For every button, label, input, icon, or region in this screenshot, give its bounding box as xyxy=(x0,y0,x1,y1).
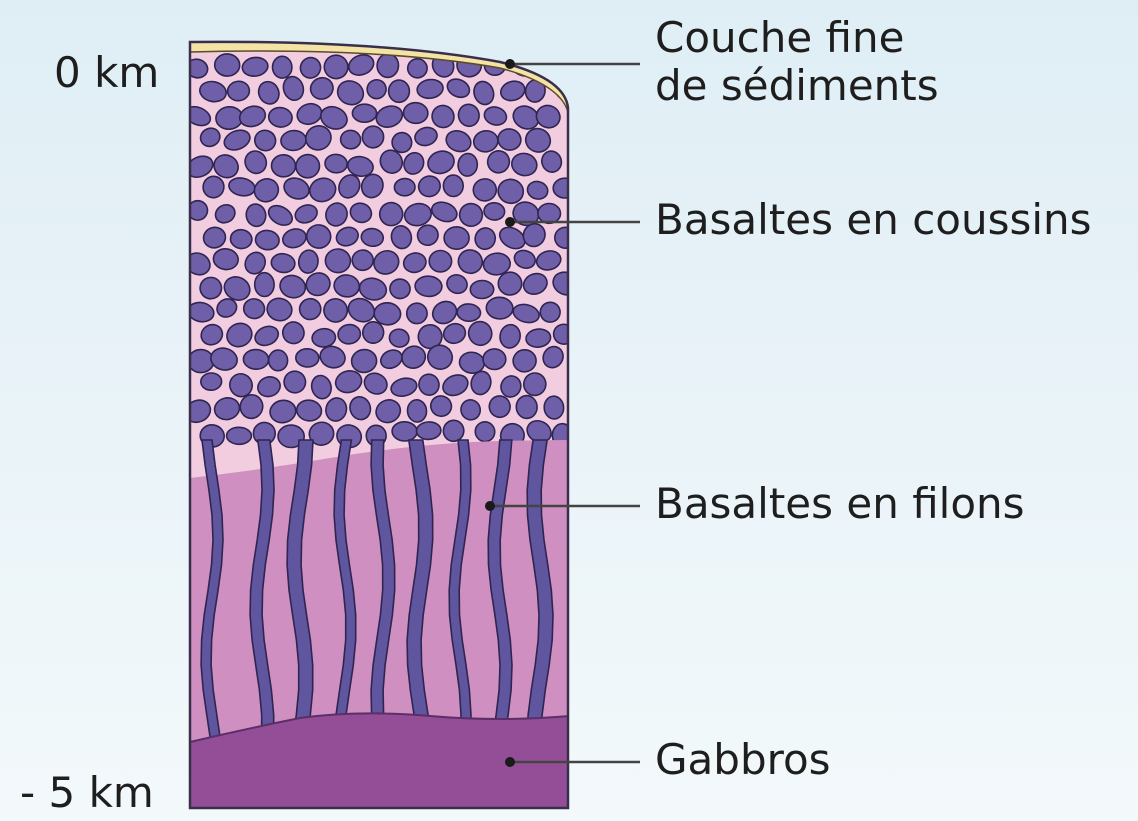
pillow xyxy=(376,53,399,78)
pillow xyxy=(188,349,214,373)
label-sediments-line2: de sédiments xyxy=(655,62,939,110)
pillow xyxy=(325,248,352,273)
pillow xyxy=(553,178,576,198)
pillow xyxy=(406,303,427,324)
pillow xyxy=(272,56,292,78)
pillow xyxy=(271,154,296,177)
pillow xyxy=(362,126,384,149)
label-gabbros: Gabbros xyxy=(655,736,831,784)
pillow xyxy=(483,349,506,370)
pillow xyxy=(352,104,376,122)
leader-dot-sheeted-dikes xyxy=(485,501,495,511)
pillow xyxy=(538,203,561,224)
depth-label-top: 0 km xyxy=(54,52,159,94)
pillow xyxy=(254,273,274,297)
depth-label-bottom: - 5 km xyxy=(20,772,154,814)
pillow xyxy=(470,280,494,298)
pillow xyxy=(392,421,418,441)
pillow xyxy=(388,80,409,103)
pillow xyxy=(416,421,441,440)
pillow xyxy=(295,348,319,367)
label-sediments-line1: Couche fine xyxy=(655,14,939,62)
pillow xyxy=(214,53,240,76)
pillow xyxy=(486,297,514,320)
leader-dot-gabbros xyxy=(505,757,515,767)
pillow xyxy=(444,227,469,249)
pillow xyxy=(443,175,464,197)
pillow xyxy=(407,58,428,78)
pillow xyxy=(226,427,251,444)
leader-dot-pillow-basalts xyxy=(505,217,515,227)
pillow xyxy=(429,251,451,272)
label-pillow-basalts: Basaltes en coussins xyxy=(655,196,1092,244)
pillow xyxy=(415,276,443,298)
pillow xyxy=(352,249,374,271)
leader-dot-sediments xyxy=(505,59,515,69)
pillow xyxy=(243,349,269,369)
pillow xyxy=(394,178,415,196)
label-sheeted-dikes: Basaltes en filons xyxy=(655,480,1025,528)
pillow xyxy=(498,271,523,295)
pillow xyxy=(268,350,287,371)
label-sediments: Couche fine de sédiments xyxy=(655,14,939,110)
pillow xyxy=(457,303,481,321)
pillow xyxy=(200,372,222,390)
pillow xyxy=(403,102,429,124)
